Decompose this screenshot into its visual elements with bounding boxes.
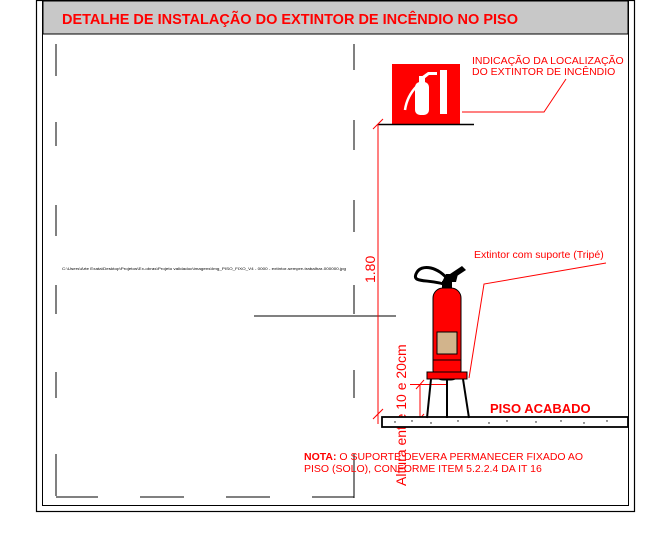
fire-extinguisher-icon [413,265,470,419]
floor-hatch [394,420,608,424]
height-dimension [372,118,384,424]
support-dimension-label: Altura entre 10 e 20cm [393,344,409,486]
title-bar [42,0,629,35]
note-line1: NOTA: O SUPORTE DEVERA PERMANECER FIXADO… [304,451,583,463]
extinguisher-label: Extintor com suporte (Tripé) [474,249,604,261]
note-line2: PISO (SOLO), CONFORME ITEM 5.2.2.4 DA IT… [304,463,542,475]
page-title: DETALHE DE INSTALAÇÃO DO EXTINTOR DE INC… [62,10,518,28]
location-leader-line [462,78,567,113]
location-label-line1: INDICAÇÃO DA LOCALIZAÇÃO [472,54,624,67]
floor-label: PISO ACABADO [490,401,591,416]
file-path-text: C:\Users\Arte Exata\Desktop\Projetos\Ex-… [62,267,346,271]
finished-floor-slab [381,416,629,428]
extinguisher-leader-line [468,262,607,379]
height-dimension-label: 1.80 [362,256,378,283]
note-prefix: NOTA: [304,451,336,463]
wall-lines [55,44,355,498]
note-line1-text: O SUPORTE DEVERA PERMANECER FIXADO AO [336,451,583,463]
fire-extinguisher-sign-icon [392,64,460,124]
location-label-line2: DO EXTINTOR DE INCÊNDIO [472,65,615,78]
